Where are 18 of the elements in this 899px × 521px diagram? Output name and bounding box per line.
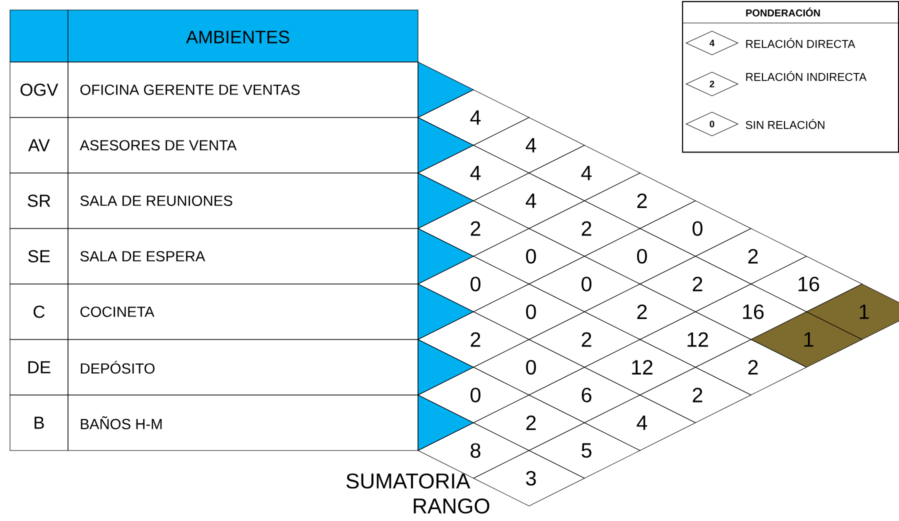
table-cell: DE: [10, 339, 68, 396]
table-cell: B: [10, 394, 68, 451]
row-label: RANGO: [414, 498, 490, 514]
table-cell: OGV: [10, 62, 68, 118]
table-cell: ASESORES DE VENTA: [68, 117, 418, 174]
table-cell: SALA DE ESPERA: [68, 228, 418, 284]
table-cell: AV: [10, 117, 68, 174]
table-cell: BAÑOS H-M: [68, 394, 418, 451]
table-cell: C: [10, 284, 68, 340]
table-cell: COCINETA: [68, 284, 418, 340]
table-cell: SALA DE REUNIONES: [68, 172, 418, 229]
legend-text: RELACIÓN DIRECTA: [746, 38, 856, 48]
table-cell: SR: [10, 172, 68, 229]
legend-text: SIN RELACIÓN: [746, 119, 824, 129]
table-cell: SE: [10, 228, 68, 284]
legend-text: RELACIÓN INDIRECTA: [746, 71, 867, 81]
table-cell: DEPÓSITO: [68, 339, 418, 396]
table-cell: OFICINA GERENTE DE VENTAS: [68, 62, 418, 118]
